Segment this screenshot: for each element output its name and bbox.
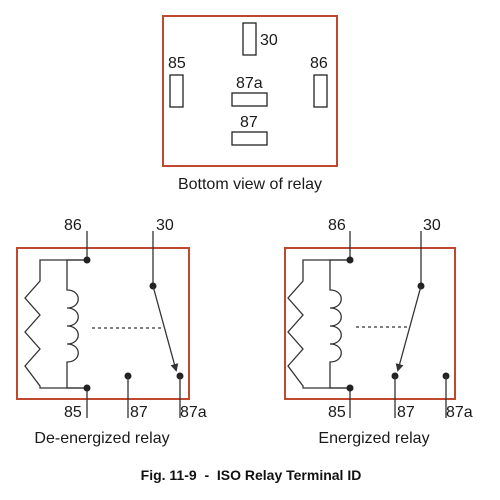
de-energized-node-86	[83, 256, 91, 264]
pin-87a-label: 87a	[236, 75, 263, 92]
pin-30-label: 30	[260, 32, 278, 49]
de-energized-switch-arm	[152, 285, 179, 372]
energized-coil-wire	[287, 231, 351, 418]
pin-86-slot	[313, 74, 328, 108]
pin-86-label: 86	[310, 55, 328, 72]
energized-coil-winding	[329, 259, 350, 389]
pin-87-label: 87	[240, 114, 258, 131]
pin-30-slot	[242, 22, 257, 56]
de-energized-label-87: 87	[130, 404, 148, 421]
energized-node-85	[346, 384, 354, 392]
de-energized-node-85	[83, 384, 91, 392]
de-energized-relay: 86 30 85 87 87a De-energized relay	[16, 217, 207, 447]
energized-switch-arm	[395, 285, 422, 372]
relay-base-outline	[162, 15, 338, 167]
pin-85-slot	[169, 74, 184, 108]
energized-relay: 86 30 85 87 87a Energized relay	[284, 217, 473, 447]
de-energized-coil-wire	[24, 231, 88, 418]
energized-node-86	[346, 256, 354, 264]
energized-label-87a: 87a	[446, 404, 473, 421]
de-energized-label-87a: 87a	[180, 404, 207, 421]
energized-caption: Energized relay	[318, 430, 429, 447]
pin-87-slot	[231, 131, 268, 146]
energized-label-87: 87	[397, 404, 415, 421]
bottom-view: 30 85 86 87a 87 Bottom view of relay	[162, 15, 338, 193]
de-energized-label-30: 30	[156, 217, 174, 234]
de-energized-coil-winding	[66, 259, 87, 389]
de-energized-caption: De-energized relay	[34, 430, 169, 447]
de-energized-relay-outline	[16, 247, 190, 400]
de-energized-label-85: 85	[64, 404, 82, 421]
figure-caption: Fig. 11-9 - ISO Relay Terminal ID	[141, 467, 362, 483]
pin-87a-slot	[231, 92, 268, 107]
energized-label-30: 30	[423, 217, 441, 234]
energized-label-86: 86	[328, 217, 346, 234]
de-energized-label-86: 86	[64, 217, 82, 234]
bottom-view-caption: Bottom view of relay	[178, 176, 322, 193]
energized-label-85: 85	[328, 404, 346, 421]
energized-relay-outline	[284, 247, 456, 400]
pin-85-label: 85	[168, 55, 186, 72]
